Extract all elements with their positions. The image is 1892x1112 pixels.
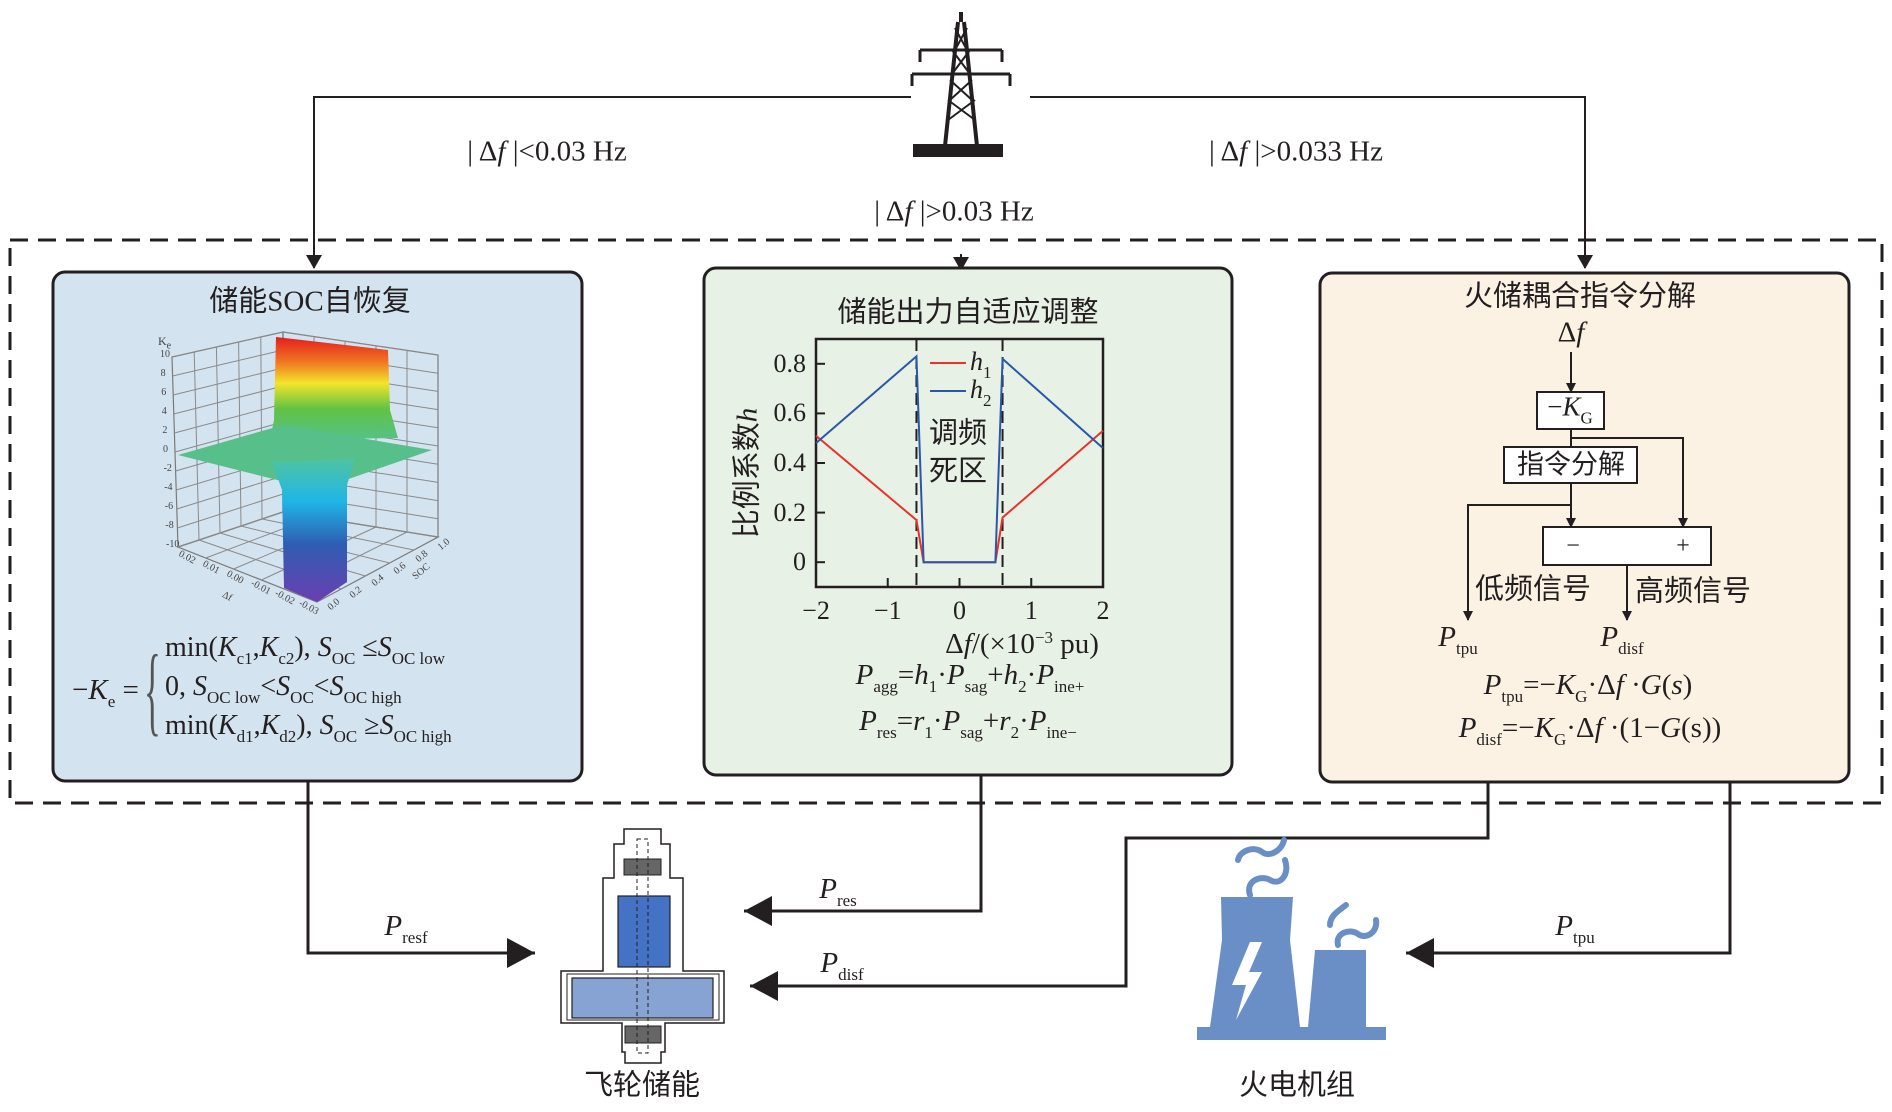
power-plant-icon — [1197, 837, 1386, 1040]
sum-plus-sign: + — [1676, 533, 1690, 559]
legend-label-h2: h2 — [970, 375, 992, 410]
sum-block — [1542, 526, 1712, 566]
p-disf-equation: Pdisf=−KG·Δf ·(1−G(s)) — [1458, 712, 1722, 749]
p-disf-label: Pdisf — [820, 947, 864, 984]
soc-equation-lhs: −Ke = — [72, 674, 139, 711]
surface-z-tick: -6 — [164, 501, 174, 512]
high-freq-label: 高频信号 — [1634, 575, 1752, 608]
soc-case-3: min(Kd1,Kd2), SOC ≥SOC high — [165, 710, 452, 746]
flywheel-disc — [571, 977, 714, 1019]
adaptive-panel-box — [702, 266, 1234, 777]
p-res-line — [744, 775, 983, 926]
delta-f-input: Δf — [1557, 316, 1585, 349]
surface-z-axis-label: Ke — [158, 334, 172, 352]
y-tick-label: 0.4 — [773, 448, 807, 477]
legend-label-h1: h1 — [970, 347, 992, 382]
soc-panel-title: 储能SOC自恢复 — [209, 285, 411, 318]
surface-z-tick: -8 — [165, 520, 174, 531]
decomp-block-label: 指令分解 — [1517, 449, 1625, 480]
flywheel-icon — [560, 828, 725, 1064]
p-agg-equation: Pagg=h1·Psag+h2·Pine+ — [855, 659, 1085, 696]
condition-low-label: | Δf |<0.03 Hz — [467, 135, 627, 168]
series-line-h2 — [815, 354, 1104, 564]
grid-signal-lines — [306, 96, 1593, 271]
sum-minus-sign: − — [1566, 533, 1580, 559]
control-boundary — [8, 238, 1884, 805]
y-tick-label: 0.2 — [773, 497, 807, 527]
flywheel-rotor — [617, 895, 671, 968]
decomp-panel-title: 火储耦合指令分解 — [1463, 280, 1697, 313]
soc-case-2: 0, SOC low<SOC<SOC high — [165, 671, 402, 707]
p-disf-line — [750, 782, 1490, 1001]
surface-z-tick: 6 — [161, 387, 167, 398]
surface-z-tick: 0 — [163, 444, 168, 455]
surface-z-tick: -4 — [164, 482, 173, 493]
low-freq-label: 低频信号 — [1474, 573, 1592, 606]
condition-high-label: | Δf |>0.033 Hz — [1209, 135, 1383, 168]
chart-y-axis-label: 比例系数h — [731, 407, 764, 539]
p-resf-label: Presf — [384, 910, 428, 947]
output-signal-lines — [306, 775, 1732, 1001]
x-tick-label: 0 — [953, 596, 966, 625]
decomp-flowchart — [1463, 352, 1712, 621]
thermal-unit-label: 火电机组 — [1238, 1069, 1356, 1102]
p-res-equation: Pres=r1·Psag+r2·Pine− — [859, 705, 1077, 742]
p-disf-output: Pdisf — [1600, 621, 1644, 658]
dead-zone-label-1: 调频 — [928, 417, 988, 450]
surface-z-tick: 8 — [160, 368, 166, 379]
gain-block-label: −KG — [1547, 391, 1593, 428]
x-tick-label: 2 — [1096, 596, 1110, 625]
dead-zone-label-2: 死区 — [928, 455, 988, 488]
h-coefficient-chart — [814, 337, 1105, 589]
surface-z-tick: 2 — [162, 425, 168, 436]
p-tpu-label: Ptpu — [1555, 910, 1595, 947]
surface-z-tick: 10 — [160, 349, 170, 360]
transmission-tower-icon — [910, 12, 1012, 157]
surface-z-tick: -10 — [166, 539, 180, 550]
chart-x-axis-label: Δf/(×10−3 pu) — [945, 628, 1099, 660]
surface-z-tick: 4 — [161, 406, 167, 417]
surface-z-tick: -2 — [163, 463, 172, 474]
p-tpu-line — [1406, 782, 1732, 968]
p-tpu-output: Ptpu — [1438, 621, 1478, 658]
x-tick-label: −1 — [873, 596, 902, 625]
decomp-block — [1503, 446, 1638, 484]
y-tick-label: 0.6 — [773, 398, 807, 428]
condition-mid-label: | Δf |>0.03 Hz — [874, 195, 1034, 228]
adaptive-panel-title: 储能出力自适应调整 — [837, 296, 1099, 329]
flywheel-shaft — [636, 838, 649, 1054]
y-tick-label: 0.8 — [773, 348, 807, 378]
surface-lowered-region — [272, 458, 355, 602]
surface-flat-plane — [178, 425, 432, 490]
p-tpu-equation: Ptpu=−KG·Δf ·G(s) — [1483, 669, 1693, 706]
surface-raised-region — [270, 337, 398, 440]
soc-surface-plot — [171, 331, 440, 603]
p-resf-line — [306, 781, 535, 968]
x-tick-label: −2 — [802, 596, 830, 625]
x-tick-label: 1 — [1024, 596, 1038, 625]
flywheel-label: 飞轮储能 — [583, 1069, 701, 1102]
soc-case-1: min(Kc1,Kc2), SOC ≤SOC low — [165, 632, 446, 668]
soc-equation-brace: { — [144, 634, 161, 745]
y-tick-label: 0 — [793, 547, 806, 577]
p-res-label: Pres — [819, 873, 857, 910]
